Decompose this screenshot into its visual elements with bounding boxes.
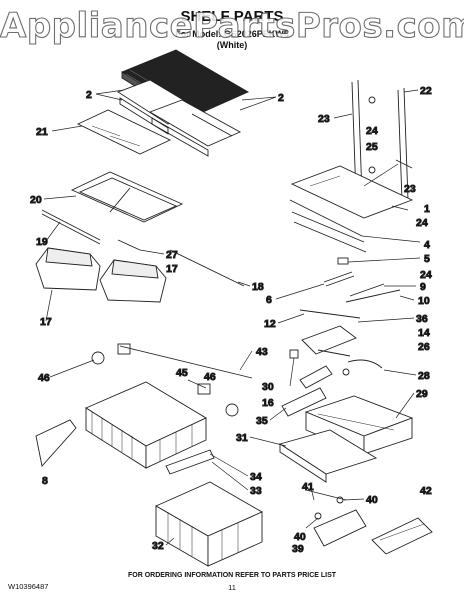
callout-label: 45 <box>176 367 188 379</box>
callout-label: 18 <box>252 281 264 293</box>
callout-label: 41 <box>302 481 314 493</box>
callout-label: 30 <box>262 381 274 393</box>
callout-label: 23 <box>318 113 330 125</box>
callout-label: 4 <box>424 239 430 251</box>
glass-shelf-21 <box>76 109 172 155</box>
callout-label: 33 <box>250 485 262 497</box>
callout-label: 16 <box>262 397 274 409</box>
callout-label: 24 <box>366 125 378 137</box>
callout-label: 17 <box>40 316 52 328</box>
callout-label: 29 <box>416 388 428 400</box>
callout-label: 35 <box>256 415 268 427</box>
callout-label: 12 <box>264 318 276 330</box>
glass-shelf-1 <box>290 165 414 219</box>
callout-label: 34 <box>250 471 262 483</box>
lower-wire-basket <box>155 481 263 567</box>
callout-label: 19 <box>36 236 48 248</box>
callout-label: 39 <box>292 543 304 555</box>
footer-note: FOR ORDERING INFORMATION REFER TO PARTS … <box>127 572 337 579</box>
callout-label: 46 <box>38 372 50 384</box>
callout-label: 40 <box>366 494 378 506</box>
callout-label: 14 <box>418 327 430 339</box>
callout-label: 24 <box>416 217 428 229</box>
callout-label: 8 <box>42 475 48 487</box>
callout-label: 46 <box>204 371 216 383</box>
callout-label: 36 <box>416 313 428 325</box>
callout-label: 5 <box>424 253 430 265</box>
callout-label: 40 <box>294 531 306 543</box>
callout-label: 24 <box>420 269 432 281</box>
callout-label: 43 <box>256 346 268 358</box>
page-number: 11 <box>228 583 236 592</box>
callout-label: 10 <box>418 295 430 307</box>
crisper-cover-20 <box>70 171 184 223</box>
callout-label: 25 <box>366 141 378 153</box>
callout-label: 2 <box>86 89 92 101</box>
callout-label: 17 <box>166 263 178 275</box>
callout-label: 42 <box>420 485 432 497</box>
color-line: (White) <box>216 40 248 50</box>
top-shelf-glass <box>117 49 249 157</box>
callout-label: 6 <box>266 294 272 306</box>
callout-label: 2 <box>278 92 284 104</box>
callout-label: 22 <box>420 85 432 97</box>
callout-labels: 2 2 21 22 23 24 25 23 24 1 20 19 27 4 5 … <box>30 85 433 556</box>
page-title: SHELF PARTS <box>180 8 284 25</box>
callout-label: 28 <box>418 370 430 382</box>
wire-basket <box>85 381 207 469</box>
leader-lines <box>43 89 421 546</box>
callout-label: 20 <box>30 194 42 206</box>
document-number: W10396487 <box>8 582 49 591</box>
callout-label: 31 <box>236 432 248 444</box>
callout-label: 27 <box>166 249 178 261</box>
callout-label: 26 <box>418 341 430 353</box>
callout-label: 21 <box>36 126 48 138</box>
callout-label: 32 <box>152 540 164 552</box>
callout-label: 23 <box>404 183 416 195</box>
callout-label: 9 <box>420 281 426 293</box>
crisper-drawers <box>35 247 167 303</box>
callout-label: 1 <box>424 203 430 215</box>
model-line: For Model: GS2026PEKW5 <box>175 29 289 39</box>
